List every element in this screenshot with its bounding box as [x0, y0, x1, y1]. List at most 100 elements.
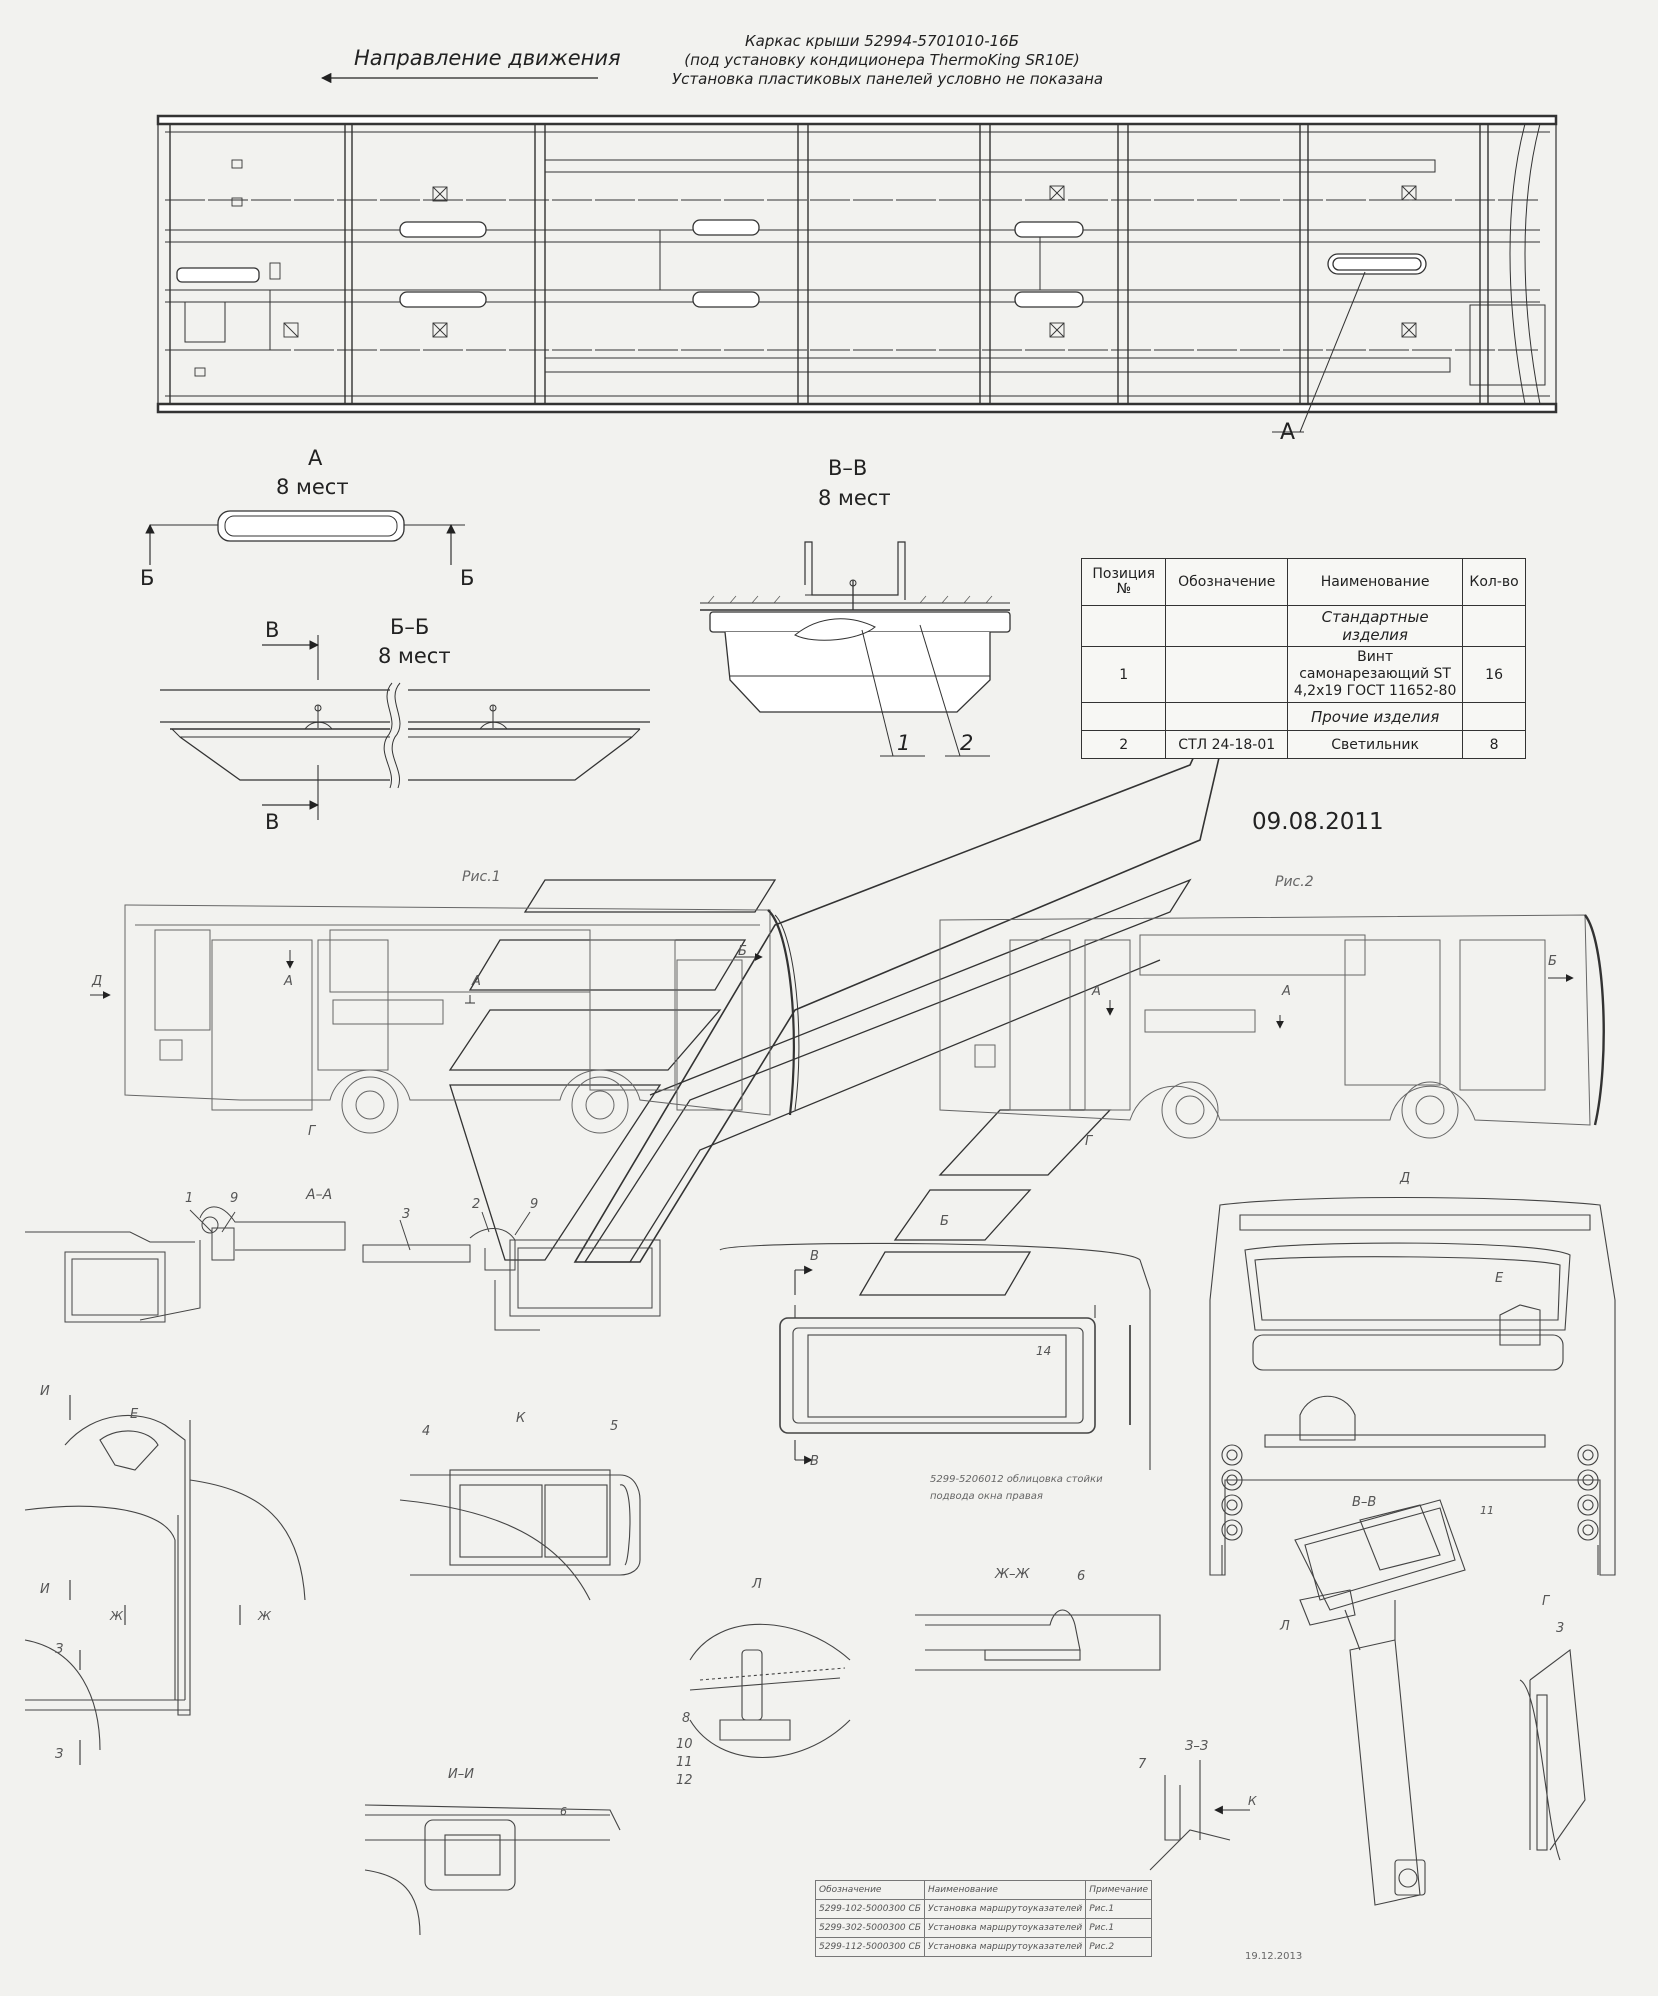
specification-table: Позиция № Обозначение Наименование Кол-в…	[1080, 558, 1526, 759]
callout-10: 10	[676, 1737, 693, 1752]
mark-i-top: И	[40, 1384, 50, 1399]
mark-b-fig1: Б	[738, 944, 747, 959]
panel-pictogram-left	[448, 878, 1192, 1263]
spec-header-name: Наименование	[1287, 558, 1464, 606]
section-bb-drawing	[160, 635, 650, 820]
callout-6-zhzh: 6	[1077, 1569, 1086, 1584]
spec-row1-designation	[1165, 646, 1289, 703]
section-aa-label: А–А	[306, 1187, 333, 1203]
view-b-panel	[719, 1242, 1151, 1470]
spec-row1-name: Винт самонарезающий ST 4,2x19 ГОСТ 11652…	[1287, 646, 1464, 703]
spec-row2-pos: 2	[1080, 730, 1167, 759]
variants-cell: 5299-302-5000300 СБ	[815, 1918, 925, 1938]
view-b-label: Б	[940, 1214, 949, 1229]
mark-zh-right: Ж	[258, 1609, 271, 1623]
section-ii-label: И–И	[448, 1767, 474, 1782]
view-l-detail	[689, 1623, 851, 1758]
view-e-detail	[24, 1395, 306, 1765]
mark-b-left: Б	[140, 566, 155, 590]
callout-3-g: 3	[1556, 1621, 1565, 1636]
spec-header-designation: Обозначение	[1165, 558, 1289, 606]
variants-cell: Рис.1	[1085, 1899, 1152, 1919]
callout-5: 5	[610, 1419, 619, 1434]
spec-header-qty: Кол-во	[1462, 558, 1526, 606]
callout-11-rear: 11	[1480, 1504, 1494, 1517]
bus-rear-view	[1209, 1196, 1616, 1576]
callout-4: 4	[422, 1424, 431, 1439]
spec-row2-qty: 8	[1462, 730, 1526, 759]
mark-i-bottom: И	[40, 1582, 50, 1597]
spec-header-pos: Позиция №	[1080, 558, 1167, 606]
position-1-callout: 1	[897, 731, 911, 755]
variants-table: Обозначение Наименование Примечание 5299…	[815, 1880, 1152, 1957]
callout-14: 14	[1036, 1344, 1052, 1358]
section-zz-label: З–З	[1185, 1739, 1209, 1754]
panel-note-line-1: 5299-5206012 облицовка стойки	[930, 1474, 1103, 1485]
section-vv-drawing	[700, 541, 1011, 757]
variants-cell: Установка маршрутоуказателей	[923, 1918, 1087, 1938]
view-g-detail	[1519, 1648, 1586, 1861]
variants-row: 5299-302-5000300 СБ Установка маршрутоук…	[815, 1918, 1152, 1938]
variants-cell: Установка маршрутоуказателей	[923, 1937, 1087, 1957]
variants-cell: Установка маршрутоуказателей	[923, 1899, 1087, 1919]
view-a-title: А	[308, 446, 323, 470]
section-zhzh-detail	[915, 1609, 1161, 1671]
bus-side-view-2	[939, 914, 1605, 1139]
variants-row: 5299-102-5000300 СБ Установка маршрутоук…	[815, 1899, 1152, 1919]
footer-date: 19.12.2013	[1245, 1951, 1303, 1962]
variants-cell: Рис.2	[1085, 1937, 1152, 1957]
panel-pictogram-right	[858, 1109, 1112, 1296]
variants-row: 5299-112-5000300 СБ Установка маршрутоук…	[815, 1937, 1152, 1957]
callout-1-aa: 1	[185, 1191, 194, 1206]
spec-row1-qty: 16	[1462, 646, 1526, 703]
callout-3-aa: 3	[402, 1207, 411, 1222]
panel-note-line-2: подвода окна правая	[930, 1491, 1043, 1502]
fig-2-label: Рис.2	[1275, 874, 1314, 890]
section-vv-rear-detail	[1294, 1499, 1466, 1906]
fig-1-label: Рис.1	[462, 869, 501, 885]
section-vv-rear-label: В–В	[1352, 1495, 1377, 1510]
drawing-date: 09.08.2011	[1252, 809, 1384, 835]
callout-7: 7	[1138, 1757, 1147, 1772]
mark-b-fig2: Б	[1548, 954, 1557, 969]
bus-side-view-1	[90, 904, 800, 1134]
callout-a-roof: А	[1280, 420, 1296, 445]
mark-b-right: Б	[460, 566, 475, 590]
spec-section-standard: Стандартные изделия	[1287, 605, 1464, 647]
mark-a-fig1-left: А	[284, 974, 293, 989]
variants-cell: Рис.1	[1085, 1918, 1152, 1938]
variants-header-name: Наименование	[923, 1880, 1087, 1900]
mark-z-bottom: З	[55, 1747, 64, 1762]
title-line-1: Каркас крыши 52994-5701010-16Б	[744, 32, 1020, 50]
mark-v-top: В	[265, 618, 280, 642]
title-block: Каркас крыши 52994-5701010-16Б (под уста…	[672, 32, 1104, 89]
view-k-label: К	[516, 1411, 526, 1426]
view-k-detail	[399, 1469, 641, 1601]
view-a-count: 8 мест	[276, 475, 349, 499]
callout-9-aa-left: 9	[230, 1191, 239, 1206]
callout-8: 8	[682, 1711, 691, 1726]
view-g-label: Г	[1542, 1594, 1550, 1609]
mark-z-top: З	[55, 1642, 64, 1657]
variants-cell: 5299-102-5000300 СБ	[815, 1899, 925, 1919]
view-d-label: Д	[1400, 1171, 1411, 1186]
view-a-lamp	[145, 510, 465, 565]
mark-v-panel-bottom: В	[810, 1454, 819, 1469]
callout-12: 12	[676, 1773, 693, 1788]
callout-9-aa-right: 9	[530, 1197, 539, 1212]
mark-a-fig1-right: А	[472, 974, 481, 989]
roof-frame-drawing	[156, 114, 1558, 433]
title-line-2: (под установку кондиционера ThermoKing S…	[684, 51, 1080, 69]
title-line-3: Установка пластиковых панелей условно не…	[672, 70, 1104, 88]
section-ii-detail	[364, 1804, 621, 1936]
spec-row2-designation: СТЛ 24-18-01	[1165, 730, 1289, 759]
view-e-rear-label: Е	[1495, 1271, 1504, 1286]
callout-2-aa: 2	[472, 1197, 481, 1212]
section-bb-title: Б–Б	[390, 615, 430, 639]
callout-6-ii: 6	[560, 1805, 567, 1818]
view-l-rear-label: Л	[1280, 1619, 1290, 1634]
mark-zh-left: Ж	[110, 1609, 123, 1623]
variants-header-designation: Обозначение	[815, 1880, 925, 1900]
mark-v-bottom: В	[265, 810, 280, 834]
